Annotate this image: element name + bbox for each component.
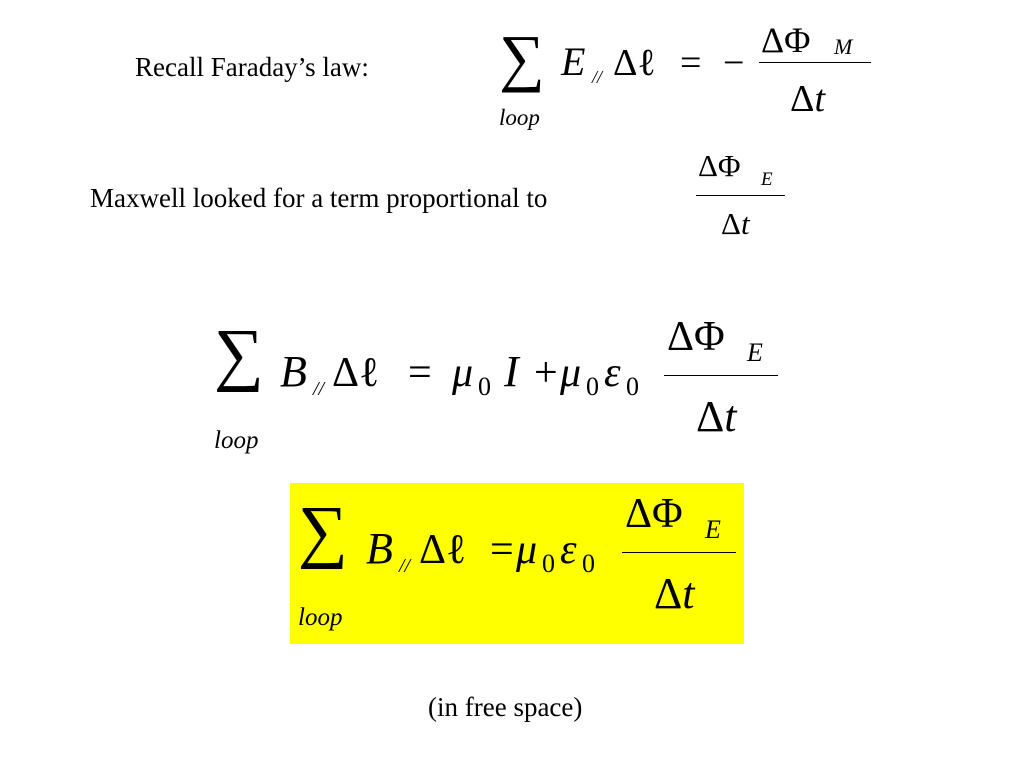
current-symbol: I <box>504 347 519 396</box>
b-field-symbol: B <box>280 347 307 396</box>
delta-ell-symbol: Δℓ <box>419 527 467 573</box>
zero-subscript: 0 <box>478 372 491 401</box>
delta-t-denominator: Δt <box>790 78 825 120</box>
parallel-subscript: // <box>313 378 325 400</box>
zero-subscript: 0 <box>542 549 555 578</box>
equals-sign: = <box>680 42 702 84</box>
mu-symbol: μ <box>516 527 538 573</box>
delta-phi-numerator: ΔΦ <box>625 491 683 537</box>
delta-phi-numerator: ΔΦ <box>698 148 741 183</box>
delta-ell-symbol: Δℓ <box>332 350 380 396</box>
parallel-subscript: // <box>399 555 411 577</box>
delta-t-denominator: Δt <box>721 206 750 241</box>
e-subscript: E <box>705 515 721 544</box>
delta-t-denominator: Δt <box>654 569 695 618</box>
ampere-maxwell-equation: ∑ loop B // Δℓ = μ 0 I + μ 0 ε 0 ΔΦ E Δt <box>212 310 792 460</box>
loop-label: loop <box>499 105 540 130</box>
epsilon-symbol: ε <box>604 350 621 396</box>
sum-symbol: ∑ <box>214 316 264 393</box>
zero-subscript: 0 <box>586 372 599 401</box>
e-field-symbol: E <box>561 39 586 84</box>
highlighted-equation-box: ∑ loop B // Δℓ = μ 0 ε 0 ΔΦ E Δt <box>290 483 744 644</box>
b-field-symbol: B <box>366 524 393 573</box>
epsilon-symbol: ε <box>560 527 577 573</box>
sum-symbol: ∑ <box>499 22 545 93</box>
fraction-bar <box>622 552 736 553</box>
fraction-bar <box>664 375 778 376</box>
delta-phi-numerator: ΔΦ <box>761 20 811 60</box>
sum-symbol: ∑ <box>298 493 348 570</box>
loop-label: loop <box>298 604 343 631</box>
mu-symbol: μ <box>452 350 474 396</box>
zero-subscript: 0 <box>582 549 595 578</box>
minus-sign: − <box>723 42 745 84</box>
parallel-subscript: // <box>592 67 603 87</box>
fraction-bar <box>759 62 871 63</box>
e-subscript: E <box>747 338 763 367</box>
maxwell-label: Maxwell looked for a term proportional t… <box>90 183 548 213</box>
delta-ell-symbol: Δℓ <box>613 42 656 84</box>
plus-sign: + <box>534 350 558 396</box>
zero-subscript: 0 <box>626 372 639 401</box>
delta-t-denominator: Δt <box>696 392 737 441</box>
delta-phi-numerator: ΔΦ <box>667 314 725 360</box>
equals-sign: = <box>490 527 514 573</box>
e-subscript: E <box>761 169 773 190</box>
faraday-label: Recall Faraday’s law: <box>135 52 369 82</box>
maxwell-fraction: ΔΦ E Δt <box>694 150 794 245</box>
equals-sign: = <box>408 350 432 396</box>
faraday-equation: ∑ loop E // Δℓ = − ΔΦ M Δt <box>495 20 885 135</box>
free-space-note: (in free space) <box>428 692 583 722</box>
m-subscript: M <box>834 34 853 59</box>
loop-label: loop <box>214 427 259 454</box>
fraction-bar <box>696 195 785 196</box>
mu-symbol: μ <box>560 350 582 396</box>
